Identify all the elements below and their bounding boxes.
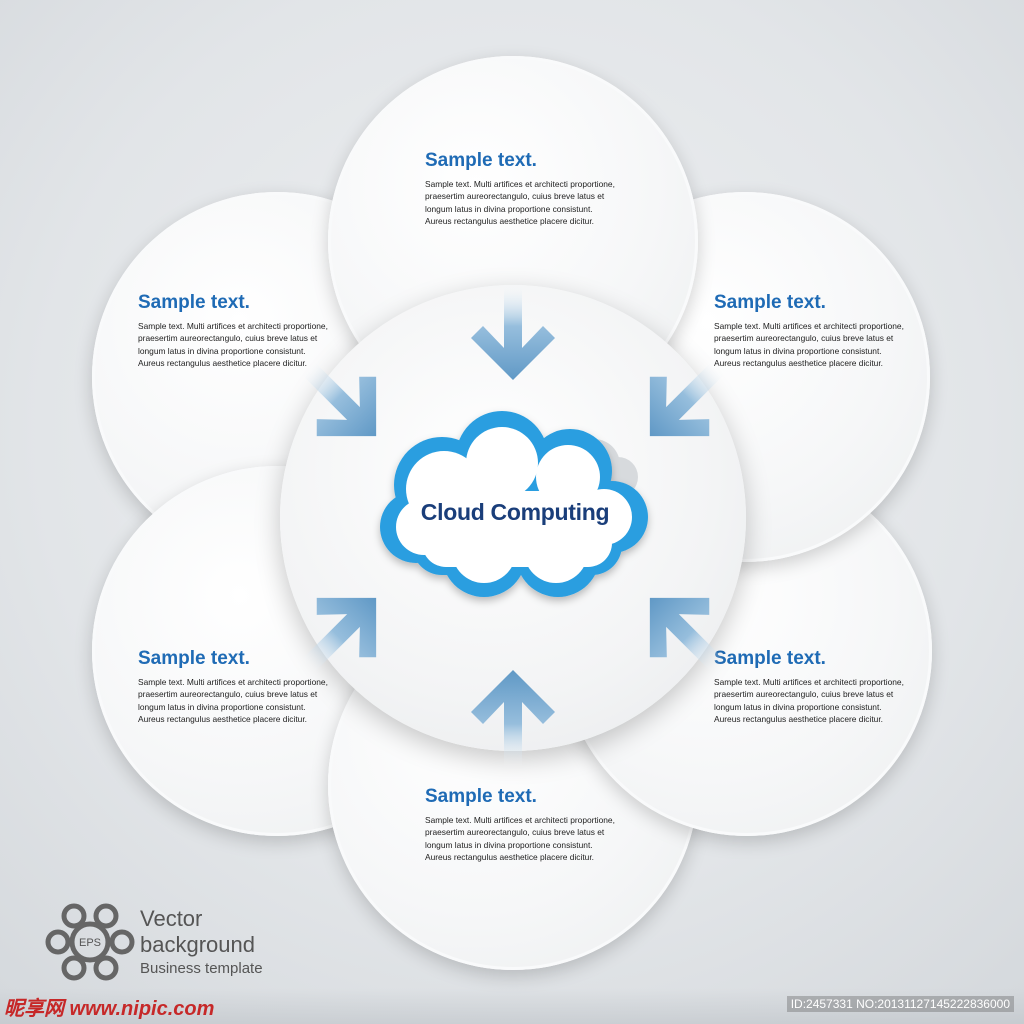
arrow-icon <box>471 670 555 768</box>
petal-body: Sample text. Multi artifices et architec… <box>714 321 904 369</box>
petal-text-bottom: Sample text. Sample text. Multi artifice… <box>425 786 615 864</box>
petal-title: Sample text. <box>425 150 537 171</box>
watermark-left: 昵享网 www.nipic.com <box>4 998 215 1020</box>
arrow-icon <box>649 597 726 674</box>
arrow-icon <box>471 282 555 380</box>
petal-text-bottom-left: Sample text. Sample text. Multi artifice… <box>138 648 328 726</box>
petal-body: Sample text. Multi artifices et architec… <box>138 321 328 369</box>
footer-line-2: background <box>140 932 255 957</box>
petal-text-top-right: Sample text. Sample text. Multi artifice… <box>714 292 904 370</box>
eps-badge: EPS <box>79 937 101 949</box>
footer-line-3: Business template <box>140 960 263 977</box>
petal-text-bottom-right: Sample text. Sample text. Multi artifice… <box>714 648 904 726</box>
petal-body: Sample text. Multi artifices et architec… <box>425 179 615 227</box>
petal-title: Sample text. <box>138 648 250 669</box>
watermark-right: ID:2457331 NO:20131127145222836000 <box>786 996 1014 1012</box>
petal-title: Sample text. <box>425 786 537 807</box>
footer-text: Vector background Business template <box>140 906 263 980</box>
arrow-icon <box>649 360 726 437</box>
cloud-icon <box>380 411 648 597</box>
footer-line-1: Vector <box>140 906 203 931</box>
petal-title: Sample text. <box>714 648 826 669</box>
petal-text-top: Sample text. Sample text. Multi artifice… <box>425 150 615 228</box>
petal-title: Sample text. <box>714 292 826 313</box>
arrow-icon <box>300 597 377 674</box>
petal-body: Sample text. Multi artifices et architec… <box>425 815 615 863</box>
watermark-bar <box>0 988 1024 1024</box>
petal-body: Sample text. Multi artifices et architec… <box>138 677 328 725</box>
petal-title: Sample text. <box>138 292 250 313</box>
petal-body: Sample text. Multi artifices et architec… <box>714 677 904 725</box>
eps-logo-icon: EPS <box>45 903 135 981</box>
arrow-icon <box>300 360 377 437</box>
cloud: Cloud Computing <box>372 405 658 610</box>
center-label: Cloud Computing <box>420 499 610 525</box>
petal-text-top-left: Sample text. Sample text. Multi artifice… <box>138 292 328 370</box>
